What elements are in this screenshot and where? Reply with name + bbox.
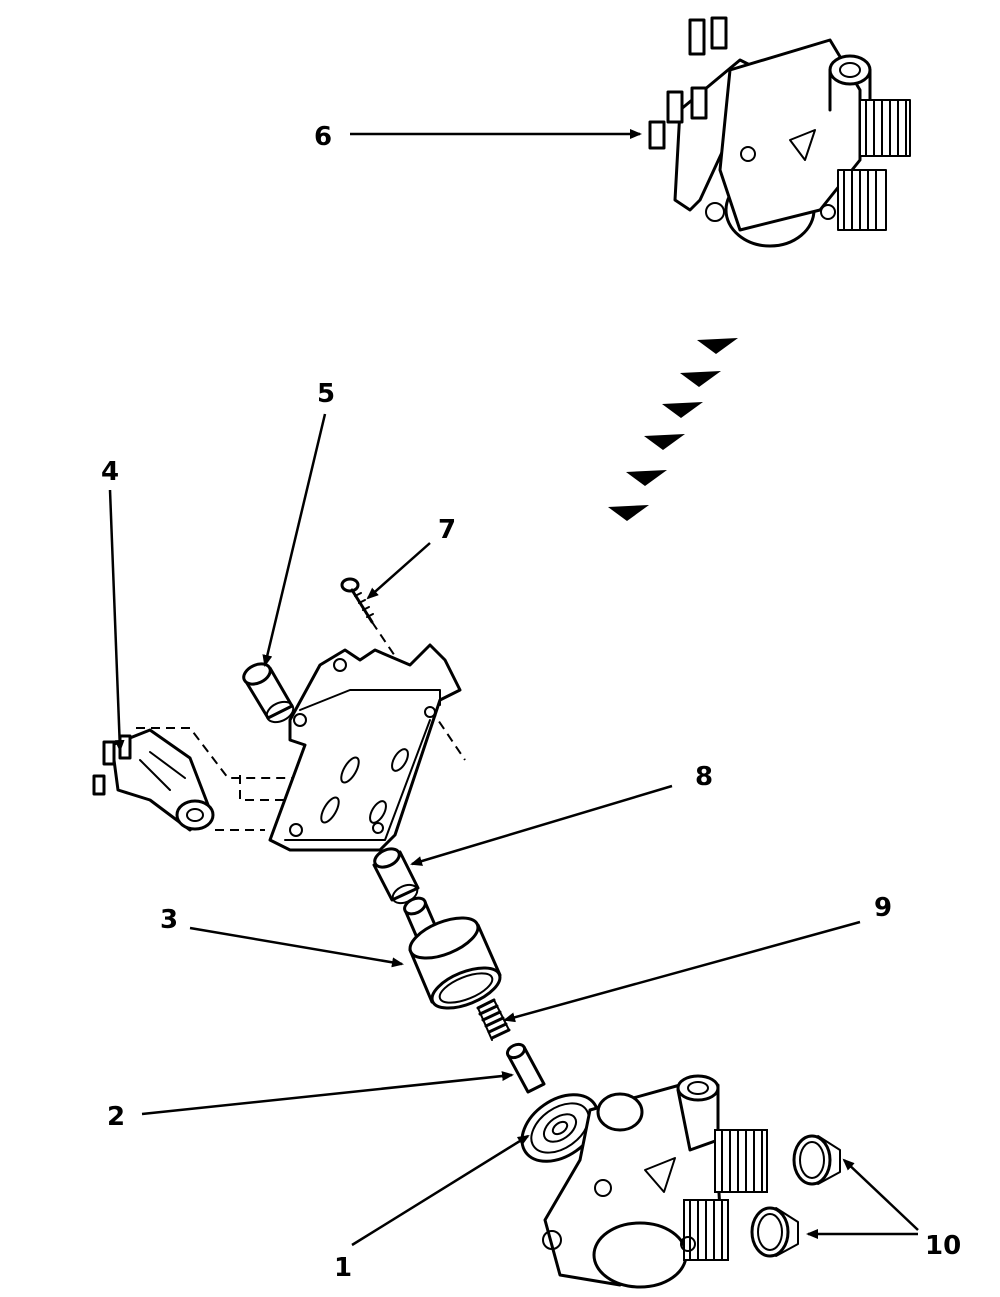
plunger-spring [476,998,511,1041]
leader-5 [262,413,327,667]
leader-3 [189,926,404,968]
leader-4 [108,489,125,752]
callout-labels: 6 5 7 4 8 3 9 2 1 10 [101,122,961,1283]
callout-10: 10 [925,1231,961,1261]
callout-leaders [108,129,919,1247]
callout-7: 7 [438,515,456,545]
callout-8: 8 [695,762,713,792]
plunger [505,1042,546,1094]
callout-6: 6 [314,122,332,152]
mounting-bracket [268,643,462,852]
callout-5: 5 [317,379,335,409]
assembled-water-valve [648,16,911,248]
plunger-bushing [372,847,420,905]
leader-8 [410,784,673,866]
solenoid-coil [92,728,215,832]
callout-9: 9 [874,893,892,923]
callout-3: 3 [160,905,178,935]
valve-body [542,1074,768,1289]
callout-2: 2 [107,1102,125,1132]
guide-tube-cap [403,896,502,1010]
callout-1: 1 [334,1253,352,1283]
leader-10a [842,1158,919,1231]
coil-sleeve [242,662,295,724]
leader-7 [366,542,431,600]
inlet-screens [750,1134,841,1258]
leader-2 [141,1071,514,1116]
leader-1 [351,1134,530,1247]
assembly-direction-arrows [608,338,738,521]
mounting-screw [340,577,466,761]
leader-9 [503,920,861,1023]
callout-4: 4 [101,457,119,487]
diaphragm [520,1093,600,1163]
assembly-guide-lines [136,727,300,831]
